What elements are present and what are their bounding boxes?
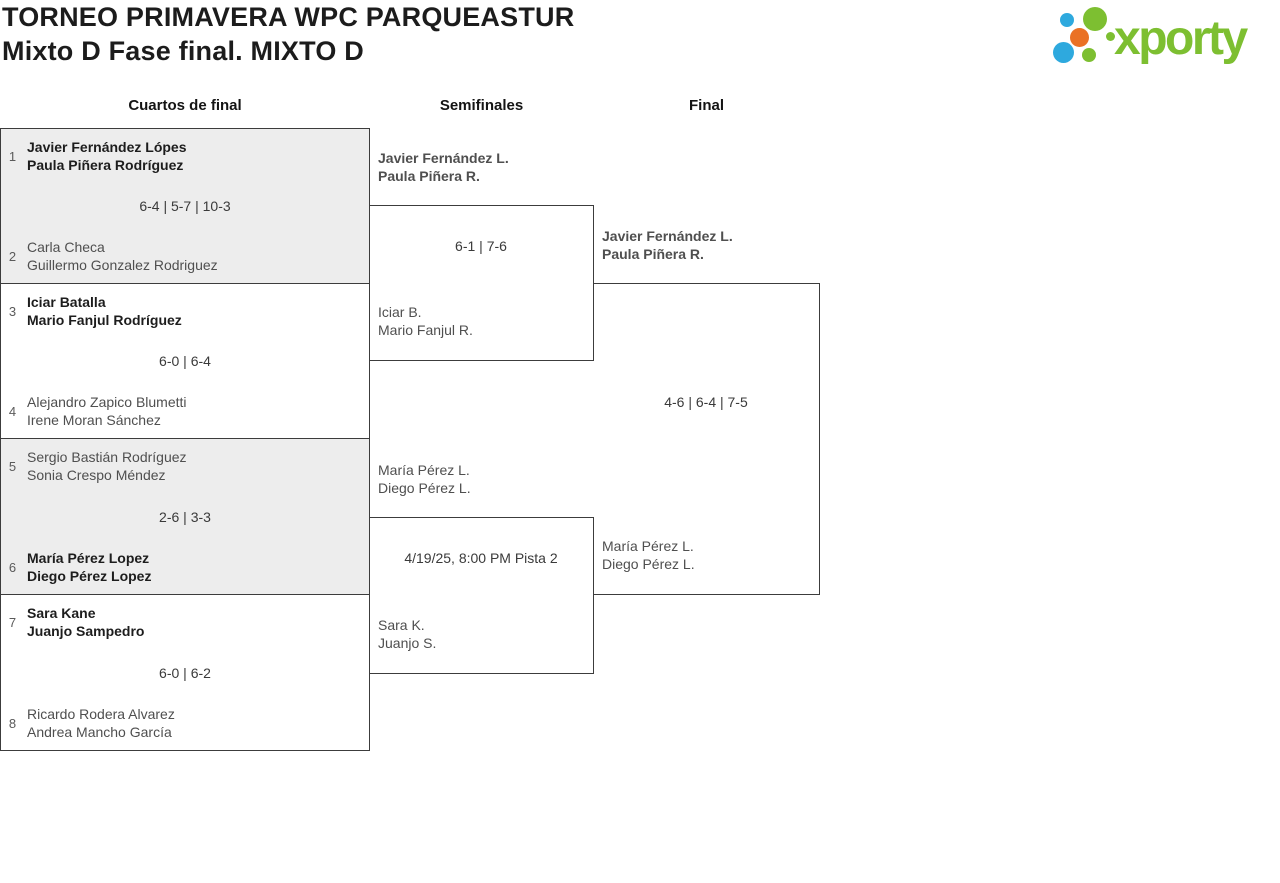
seed-number: 6 <box>8 559 17 575</box>
player-name: Paula Piñera R. <box>602 246 704 262</box>
team-names: Alejandro Zapico Blumetti Irene Moran Sá… <box>27 393 187 429</box>
player-name: Diego Pérez L. <box>602 556 695 572</box>
match-score: 2-6 | 3-3 <box>159 508 211 525</box>
match-slot-top: 1 Javier Fernández Lópes Paula Piñera Ro… <box>4 138 361 174</box>
player-name: Juanjo Sampedro <box>27 623 145 639</box>
logo-wordmark: xporty <box>1114 12 1248 65</box>
logo-dot-green-large-icon <box>1083 7 1107 31</box>
match-score: 6-4 | 5-7 | 10-3 <box>139 198 231 214</box>
tournament-title-line1: TORNEO PRIMAVERA WPC PARQUEASTUR <box>2 2 575 32</box>
player-name: Carla Checa <box>27 239 105 255</box>
team-names: Ricardo Rodera Alvarez Andrea Mancho Gar… <box>27 705 175 741</box>
player-name: Diego Pérez L. <box>378 480 471 496</box>
match-slot-bottom: 2 Carla Checa Guillermo Gonzalez Rodrigu… <box>4 238 361 274</box>
player-name: Iciar B. <box>378 304 422 320</box>
player-name: Juanjo S. <box>378 635 437 651</box>
round-header-final: Final <box>688 97 724 114</box>
team-names: María Pérez L. Diego Pérez L. <box>602 537 695 573</box>
match-semifinal-1: Javier Fernández L. Paula Piñera R. 6-1 … <box>369 150 594 361</box>
team-names: Iciar B. Mario Fanjul R. <box>378 303 473 339</box>
logo-dot-green-tiny-icon <box>1106 32 1115 41</box>
team-names: María Pérez Lopez Diego Pérez Lopez <box>27 549 151 585</box>
player-name: Sonia Crespo Méndez <box>27 467 166 483</box>
seed-number: 3 <box>8 303 17 319</box>
match-score: 6-0 | 6-4 <box>159 353 211 369</box>
team-names: Javier Fernández L. Paula Piñera R. <box>602 227 733 263</box>
match-quarterfinal-1: 1 Javier Fernández Lópes Paula Piñera Ro… <box>0 128 370 284</box>
logo-dot-blue-large-icon <box>1053 42 1074 63</box>
player-name: Javier Fernández L. <box>602 228 733 244</box>
team-names: Sara Kane Juanjo Sampedro <box>27 604 144 640</box>
player-name: Sara K. <box>378 617 425 633</box>
match-semifinal-2: María Pérez L. Diego Pérez L. 4/19/25, 8… <box>369 462 594 674</box>
player-name: Mario Fanjul R. <box>378 322 473 338</box>
player-name: Sergio Bastián Rodríguez <box>27 449 187 465</box>
match-score: 6-0 | 6-2 <box>159 664 211 681</box>
team-names: Javier Fernández L. Paula Piñera R. <box>378 149 509 185</box>
player-name: Paula Piñera R. <box>378 168 480 184</box>
player-name: María Pérez L. <box>378 462 470 478</box>
player-name: María Pérez L. <box>602 538 694 554</box>
team-names: Carla Checa Guillermo Gonzalez Rodriguez <box>27 238 218 274</box>
match-quarterfinal-3: 5 Sergio Bastián Rodríguez Sonia Crespo … <box>0 438 370 595</box>
seed-number: 2 <box>8 248 17 264</box>
logo-dot-orange-icon <box>1070 28 1089 47</box>
team-names: Sergio Bastián Rodríguez Sonia Crespo Mé… <box>27 448 187 484</box>
team-names: María Pérez L. Diego Pérez L. <box>378 461 471 497</box>
player-name: Iciar Batalla <box>27 294 106 310</box>
match-slot-bottom: 4 Alejandro Zapico Blumetti Irene Moran … <box>4 393 361 429</box>
round-header-cuartos: Cuartos de final <box>128 97 242 114</box>
match-final: Javier Fernández L. Paula Piñera R. 4-6 … <box>593 228 820 595</box>
player-name: Sara Kane <box>27 605 96 621</box>
logo-dot-green-small-icon <box>1082 48 1096 62</box>
player-name: Javier Fernández L. <box>378 150 509 166</box>
match-score: 4-6 | 6-4 | 7-5 <box>664 394 748 410</box>
player-name: María Pérez Lopez <box>27 550 150 566</box>
seed-number: 1 <box>8 148 17 164</box>
player-name: Paula Piñera Rodríguez <box>27 157 184 173</box>
player-name: Mario Fanjul Rodríguez <box>27 312 182 328</box>
player-name: Guillermo Gonzalez Rodriguez <box>27 257 218 273</box>
seed-number: 8 <box>8 715 17 731</box>
match-quarterfinal-4: 7 Sara Kane Juanjo Sampedro 6-0 | 6-2 8 … <box>0 594 370 751</box>
match-schedule: 4/19/25, 8:00 PM Pista 2 <box>404 550 558 566</box>
match-slot-bottom: 6 María Pérez Lopez Diego Pérez Lopez <box>4 549 361 585</box>
team-names: Sara K. Juanjo S. <box>378 616 436 652</box>
match-score: 6-1 | 7-6 <box>455 238 507 254</box>
player-name: Ricardo Rodera Alvarez <box>27 706 175 722</box>
seed-number: 4 <box>8 403 17 419</box>
round-header-semifinales: Semifinales <box>439 97 524 114</box>
team-names: Iciar Batalla Mario Fanjul Rodríguez <box>27 293 182 329</box>
player-name: Irene Moran Sánchez <box>27 412 161 428</box>
seed-number: 5 <box>8 458 17 474</box>
tournament-title: TORNEO PRIMAVERA WPC PARQUEASTUR Mixto D… <box>2 0 574 68</box>
team-names: Javier Fernández Lópes Paula Piñera Rodr… <box>27 138 187 174</box>
seed-number: 7 <box>8 614 17 630</box>
match-slot-top: 7 Sara Kane Juanjo Sampedro <box>4 604 361 640</box>
tournament-title-line2: Mixto D Fase final. MIXTO D <box>2 36 364 66</box>
player-name: Javier Fernández Lópes <box>27 139 187 155</box>
match-slot-top: 5 Sergio Bastián Rodríguez Sonia Crespo … <box>4 448 361 484</box>
match-slot-bottom: 8 Ricardo Rodera Alvarez Andrea Mancho G… <box>4 705 361 741</box>
match-quarterfinal-2: 3 Iciar Batalla Mario Fanjul Rodríguez 6… <box>0 283 370 439</box>
match-slot-top: 3 Iciar Batalla Mario Fanjul Rodríguez <box>4 293 361 329</box>
logo-dot-blue-small-icon <box>1060 13 1074 27</box>
xporty-logo[interactable]: xporty <box>1052 4 1280 76</box>
player-name: Alejandro Zapico Blumetti <box>27 394 187 410</box>
player-name: Andrea Mancho García <box>27 724 172 740</box>
player-name: Diego Pérez Lopez <box>27 568 152 584</box>
